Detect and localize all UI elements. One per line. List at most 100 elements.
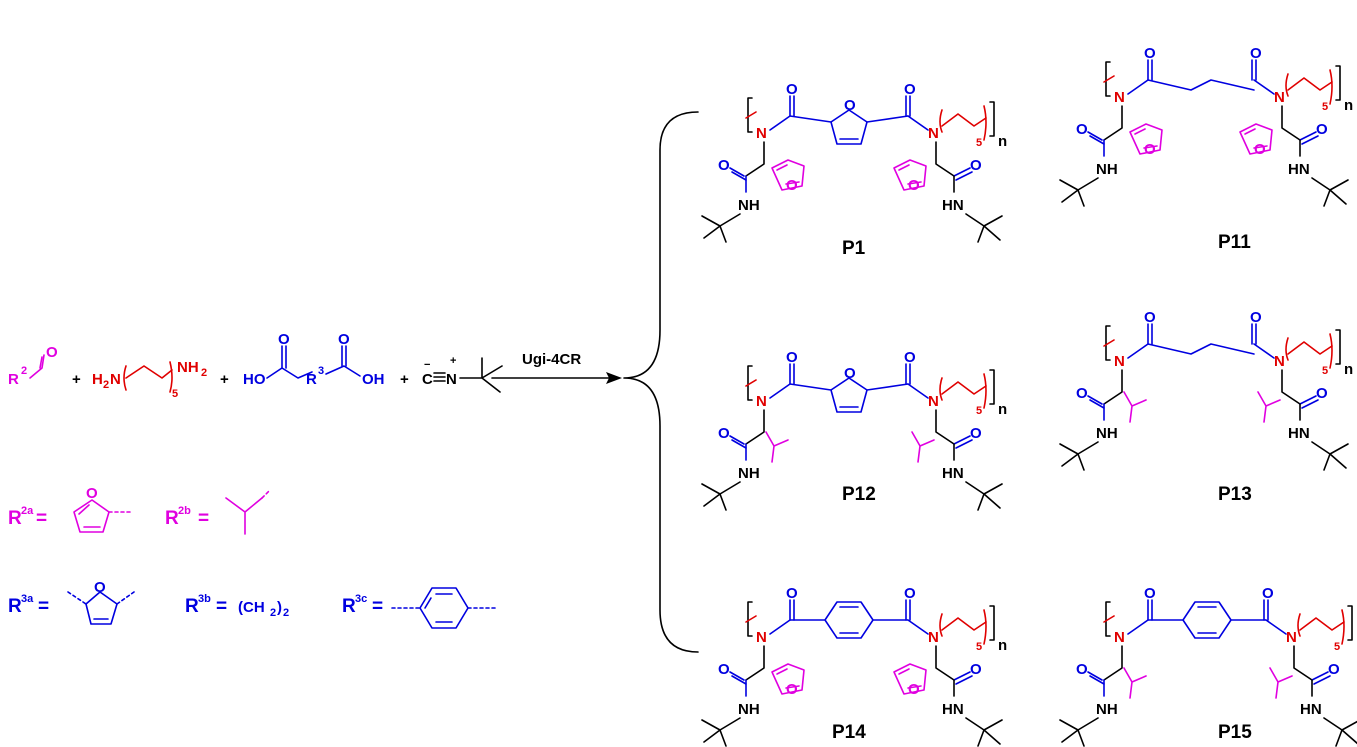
isopropyl-pendant [1123, 667, 1147, 699]
chain-end-left [745, 379, 757, 387]
tert-butyl [459, 357, 503, 393]
side-arm-right [935, 409, 955, 445]
isocyanide-minus: − [424, 359, 430, 371]
core-bond-right [1253, 343, 1275, 359]
core-furan-ring [789, 115, 909, 145]
furan-pendant-double-bonds [898, 164, 922, 185]
product-label: P11 [1218, 232, 1251, 253]
r3b-value: (CH [238, 599, 265, 616]
tert-butyl-right [965, 717, 1003, 747]
polymer-bracket-right [989, 605, 995, 641]
tert-butyl-left [1059, 717, 1099, 747]
furan-pendant-double-bonds [776, 668, 800, 689]
aldehyde-r-label: R [8, 371, 19, 388]
diamine-bracket-left [123, 365, 127, 391]
carbonyl-o-right: O [1250, 309, 1262, 326]
core-ethylene [1147, 79, 1255, 91]
tert-butyl-right [965, 213, 1003, 243]
repeat-bracket-left [1297, 613, 1301, 637]
amide-nh-left: NH [738, 197, 760, 214]
polymer-bracket-right [1347, 605, 1353, 641]
amide-carbonyl-left [1087, 671, 1105, 685]
amide-n-right: N [928, 393, 939, 410]
tert-butyl-right [1311, 441, 1349, 471]
r3b-sup: 3b [198, 593, 211, 605]
aldehyde-r-superscript: 2 [21, 365, 27, 377]
amide-carbonyl-right [1299, 395, 1319, 409]
core-furan-ring [789, 383, 909, 413]
amide-carbonyl-right [1299, 131, 1319, 145]
amide-carbonyl-left [729, 671, 747, 685]
core-benzene-ring [1147, 601, 1267, 639]
side-arm-left [1103, 105, 1123, 141]
carbonyl-right [905, 363, 911, 385]
tert-butyl-left [701, 717, 741, 747]
r3b-value-sub2: 2 [283, 607, 289, 619]
amide-nh-left: NH [1096, 701, 1118, 718]
amide-n-left: N [756, 393, 767, 410]
chain-end-left [1103, 615, 1115, 623]
core-bond-right [907, 619, 929, 635]
amide-nh-left: NH [1096, 161, 1118, 178]
core-furan-oxygen-bonds [830, 109, 868, 123]
amide-nh-left: NH [738, 465, 760, 482]
isopropyl-pendant [1123, 391, 1147, 423]
isocyanide-triple-bond [433, 372, 446, 382]
r3b-definition: R 3b = (CH 2 ) 2 [185, 593, 289, 619]
furan-o-r3a: O [94, 579, 106, 596]
carbonyl-left [789, 363, 795, 385]
tert-butyl-left [1059, 441, 1099, 471]
r2a-eq: = [36, 508, 47, 529]
polymer-bracket-left [1105, 61, 1111, 97]
product-label: P1 [842, 238, 866, 259]
acid-right-o: O [338, 331, 350, 348]
amide-carbonyl-right [953, 671, 973, 685]
furan-pendant-ring [1239, 123, 1273, 155]
carbonyl-o-left: O [786, 81, 798, 98]
amide-o-right: O [970, 661, 982, 678]
repeat-chain [941, 617, 987, 631]
amide-hn-right: HN [942, 701, 964, 718]
core-bond-left [1127, 343, 1149, 359]
tert-butyl-right [1323, 717, 1357, 747]
furan-pendant-ring [1129, 123, 1163, 155]
carbonyl-o-right: O [904, 81, 916, 98]
r3b-label: R [185, 596, 199, 617]
isocyanide-n: N [446, 371, 457, 388]
side-arm-right [935, 141, 955, 177]
diamine-bracket-right [169, 361, 173, 393]
furan-double-bonds-r2a [78, 504, 101, 528]
amide-nh-left: NH [738, 701, 760, 718]
amide-o-left: O [718, 157, 730, 174]
chain-end-left [1103, 339, 1115, 347]
core-bond-left [769, 619, 791, 635]
amide-o-left: O [1076, 385, 1088, 402]
isopropyl-pendant [911, 431, 935, 463]
carbonyl-o-left: O [1144, 45, 1156, 62]
amide-carbonyl-right [1311, 671, 1331, 685]
repeat-bracket-right [983, 373, 987, 409]
carbonyl-o-left: O [786, 585, 798, 602]
side-arm-left [745, 141, 765, 177]
isopropyl-pendant [765, 431, 789, 463]
degree-n: n [1344, 97, 1353, 114]
repeat-count: 5 [1322, 365, 1328, 377]
carbonyl-right [1263, 599, 1269, 621]
repeat-bracket-left [939, 109, 943, 133]
tert-butyl-left [701, 481, 741, 511]
diamine-reactant: H 2 N 5 NH 2 [92, 359, 207, 400]
polymer-bracket-left [1105, 601, 1111, 637]
side-arm-right [1293, 645, 1313, 681]
tert-butyl-right [1311, 177, 1349, 207]
amide-o-right: O [1316, 121, 1328, 138]
degree-n: n [998, 401, 1007, 418]
r2a-definition: R 2a = O [8, 485, 131, 533]
amide-carbonyl-left [1087, 131, 1105, 145]
core-bond-left [1127, 79, 1149, 95]
core-bond-right [1265, 619, 1287, 635]
furan-pendant-ring [771, 159, 805, 191]
amide-o-right: O [970, 157, 982, 174]
carbonyl-right [905, 599, 911, 621]
